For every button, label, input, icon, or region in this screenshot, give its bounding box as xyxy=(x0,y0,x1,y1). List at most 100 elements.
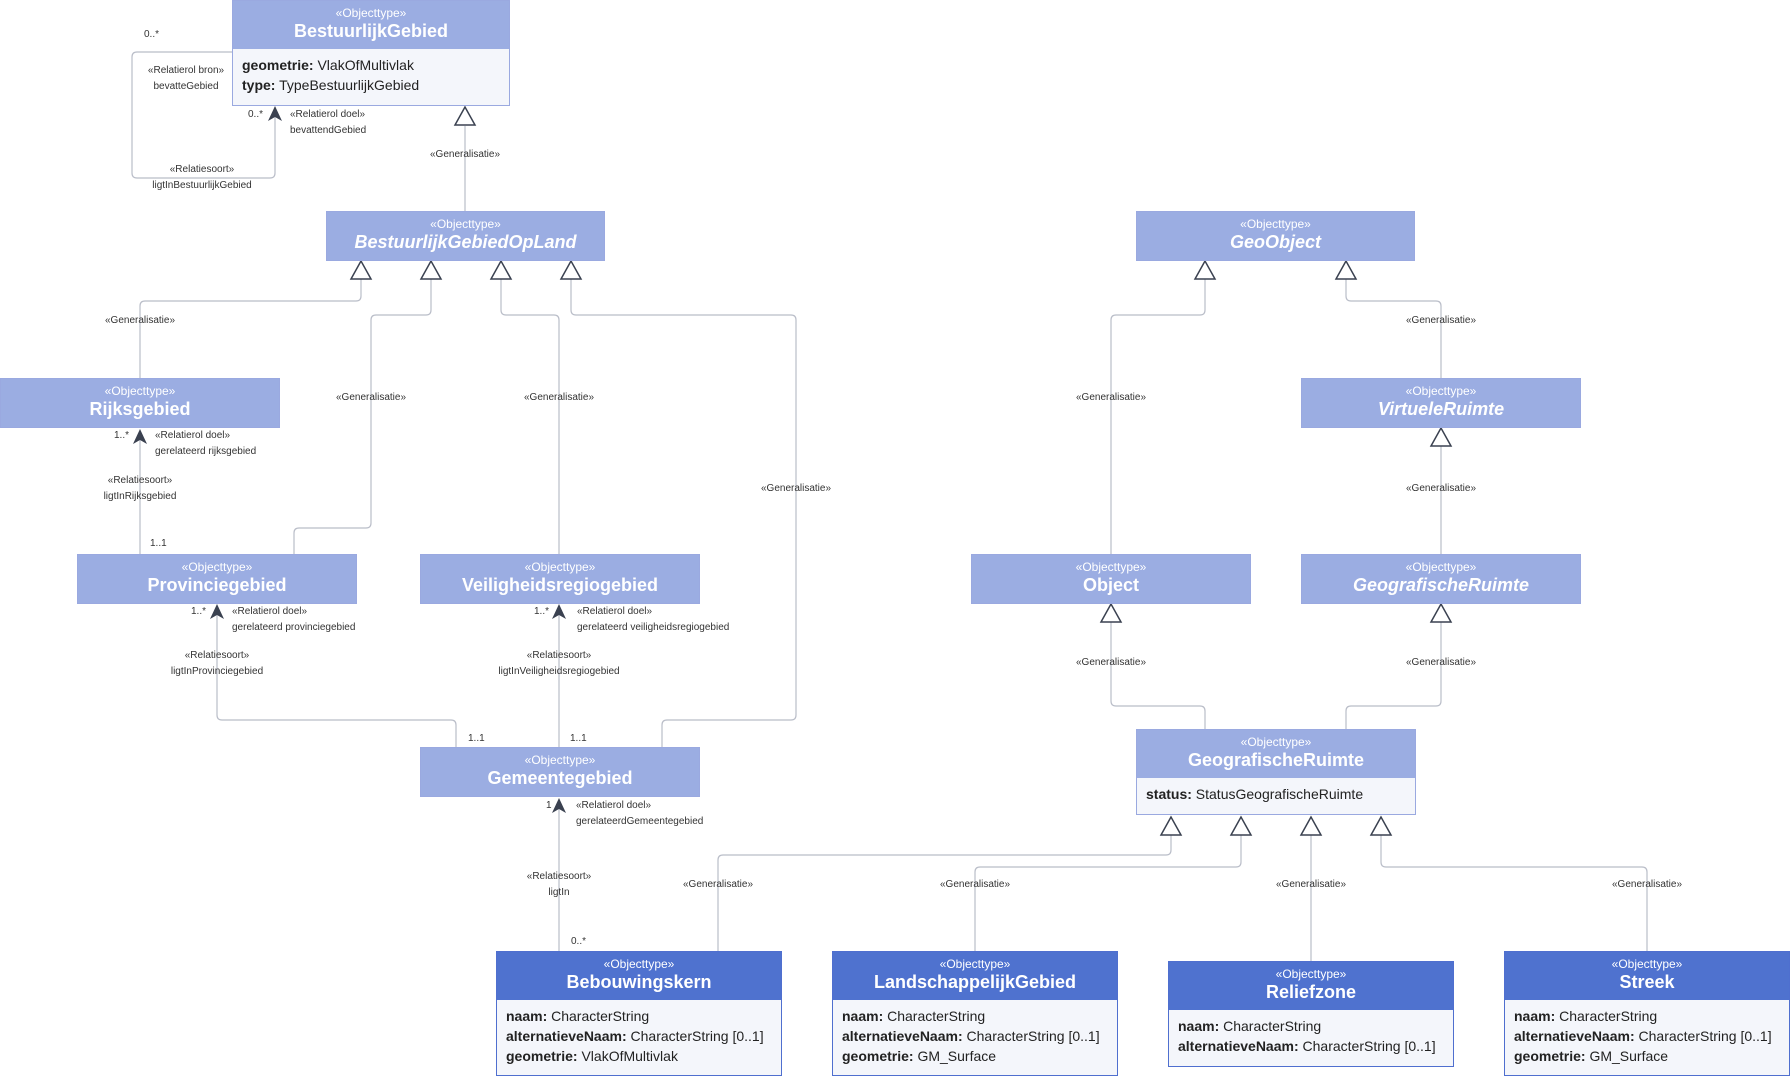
attribute: status: StatusGeografischeRuimte xyxy=(1146,786,1364,802)
class-geografischeruimte[interactable]: «Objecttype» GeografischeRuimte status: … xyxy=(1136,729,1416,815)
class-streek[interactable]: «Objecttype» Streek naam: CharacterStrin… xyxy=(1504,951,1790,1076)
generalisatie-label: «Generalisatie» xyxy=(1075,392,1147,403)
generalisatie-label: «Generalisatie» xyxy=(1075,657,1147,668)
gen-veiligheid-bgol xyxy=(500,278,560,554)
class-header: «Objecttype» GeoObject xyxy=(1137,212,1414,260)
relatierol-doel-label: «Relatierol doel»gerelateerd rijksgebied xyxy=(155,430,257,457)
class-header: «Objecttype» GeografischeRuimte xyxy=(1137,730,1415,778)
stereotype: «Objecttype» xyxy=(1240,735,1312,749)
multiplicity: 0..* xyxy=(144,29,160,40)
relatierol-doel-label: «Relatierol doel»gerelateerd provinciege… xyxy=(232,606,356,633)
class-name: GeografischeRuimte xyxy=(1352,575,1530,595)
multiplicity: 1 xyxy=(546,800,552,811)
class-geoobject[interactable]: «Objecttype» GeoObject xyxy=(1136,211,1415,261)
generalisatie-label: «Generalisatie» xyxy=(682,879,754,890)
generalisatie-label: «Generalisatie» xyxy=(429,149,501,160)
class-geografischeruimte-abstract[interactable]: «Objecttype» GeografischeRuimte xyxy=(1301,554,1581,604)
gen-triangle-virtuele xyxy=(1429,426,1453,447)
attribute: geometrie: VlakOfMultivlak xyxy=(242,57,414,73)
class-object[interactable]: «Objecttype» Object xyxy=(971,554,1251,604)
generalisatie-label: «Generalisatie» xyxy=(939,879,1011,890)
class-header: «Objecttype» BestuurlijkGebied xyxy=(233,1,509,49)
gen-triangle-georuimte-2 xyxy=(1229,815,1253,836)
class-landschappelijkgebied[interactable]: «Objecttype» LandschappelijkGebied naam:… xyxy=(832,951,1118,1076)
gen-triangle-geoobject-1 xyxy=(1193,259,1217,280)
arrowhead-provinciegebied xyxy=(210,604,224,619)
gen-georuimte-object xyxy=(1110,622,1206,729)
class-name: Bebouwingskern xyxy=(566,972,712,992)
stereotype: «Objecttype» xyxy=(1611,957,1683,971)
attribute: alternatieveNaam: CharacterString [0..1] xyxy=(1178,1038,1436,1054)
attribute: naam: CharacterString xyxy=(1514,1008,1658,1024)
gen-georuimte-georuimteabs xyxy=(1345,622,1442,729)
gen-triangle-georuimte-4 xyxy=(1369,815,1393,836)
generalisatie-label: «Generalisatie» xyxy=(104,315,176,326)
attribute: geometrie: GM_Surface xyxy=(1514,1048,1669,1064)
attribute: type: TypeBestuurlijkGebied xyxy=(242,77,420,93)
class-bestuurlijkgebied[interactable]: «Objecttype» BestuurlijkGebied geometrie… xyxy=(232,0,510,106)
attribute-list: geometrie: VlakOfMultivlak type: TypeBes… xyxy=(233,49,509,99)
relatiesoort-label: «Relatiesoort»ligtInBestuurlijkGebied xyxy=(152,164,252,191)
generalisatie-label: «Generalisatie» xyxy=(1611,879,1683,890)
arrowhead-gemeente xyxy=(552,798,566,813)
relatiesoort-label: «Relatiesoort»ligtIn xyxy=(526,871,592,898)
arrowhead-veiligheid xyxy=(552,604,566,619)
gen-landschap-georuimte xyxy=(974,835,1242,951)
stereotype: «Objecttype» xyxy=(1240,217,1311,231)
class-reliefzone[interactable]: «Objecttype» Reliefzone naam: CharacterS… xyxy=(1168,961,1454,1067)
gen-provincie-bgol xyxy=(293,278,432,554)
class-name: Gemeentegebied xyxy=(487,768,633,788)
multiplicity: 1..* xyxy=(114,430,130,441)
class-header: «Objecttype» Provinciegebied xyxy=(78,555,356,603)
stereotype: «Objecttype» xyxy=(1405,560,1477,574)
class-name: BestuurlijkGebied xyxy=(293,21,449,41)
gen-triangle-geoobject-2 xyxy=(1334,259,1358,280)
gen-triangle-georuimteabs xyxy=(1429,602,1453,623)
class-name: GeoObject xyxy=(1229,232,1322,252)
gen-triangle-bgol-2 xyxy=(419,259,443,280)
stereotype: «Objecttype» xyxy=(1075,560,1147,574)
attribute: geometrie: VlakOfMultivlak xyxy=(506,1048,678,1064)
class-header: «Objecttype» Object xyxy=(972,555,1250,603)
attribute-list: naam: CharacterString alternatieveNaam: … xyxy=(1169,1010,1453,1060)
stereotype: «Objecttype» xyxy=(1405,384,1477,398)
attribute: alternatieveNaam: CharacterString [0..1] xyxy=(506,1028,764,1044)
class-header: «Objecttype» Streek xyxy=(1505,952,1789,1000)
class-name: Veiligheidsregiogebied xyxy=(461,575,659,595)
class-bebouwingskern[interactable]: «Objecttype» Bebouwingskern naam: Charac… xyxy=(496,951,782,1076)
class-rijksgebied[interactable]: «Objecttype» Rijksgebied xyxy=(0,378,280,428)
relatierol-doel-label: «Relatierol doel»gerelateerdGemeentegebi… xyxy=(576,800,704,827)
gen-gemeente-bgol xyxy=(570,278,797,747)
relatiesoort-label: «Relatiesoort»ligtInRijksgebied xyxy=(103,475,177,502)
assoc-bestuurlijk-self xyxy=(131,51,276,179)
gen-rijks-bgol xyxy=(139,278,362,378)
attribute: naam: CharacterString xyxy=(1178,1018,1322,1034)
class-veiligheidsregiogebied[interactable]: «Objecttype» Veiligheidsregiogebied xyxy=(420,554,700,604)
class-header: «Objecttype» Reliefzone xyxy=(1169,962,1453,1010)
attribute: alternatieveNaam: CharacterString [0..1] xyxy=(842,1028,1100,1044)
generalisatie-label: «Generalisatie» xyxy=(1405,483,1477,494)
class-gemeentegebied[interactable]: «Objecttype» Gemeentegebied xyxy=(420,747,700,797)
multiplicity: 1..1 xyxy=(570,733,587,744)
class-header: «Objecttype» GeografischeRuimte xyxy=(1302,555,1580,603)
multiplicity: 1..* xyxy=(191,606,207,617)
relatierol-doel-label: «Relatierol doel»bevattendGebied xyxy=(290,109,367,136)
generalisatie-label: «Generalisatie» xyxy=(523,392,595,403)
class-name: Streek xyxy=(1619,972,1675,992)
gen-triangle-bgol-1 xyxy=(349,259,373,280)
stereotype: «Objecttype» xyxy=(524,753,596,767)
gen-triangle-bgol-4 xyxy=(559,259,583,280)
multiplicity: 1..1 xyxy=(150,538,167,549)
relatiesoort-label: «Relatiesoort»ligtInVeiligheidsregiogebi… xyxy=(498,650,620,677)
class-name: Rijksgebied xyxy=(89,399,191,419)
relatierol-bron-label: «Relatierol bron»bevatteGebied xyxy=(147,65,225,92)
class-provinciegebied[interactable]: «Objecttype» Provinciegebied xyxy=(77,554,357,604)
class-virtueleruimte[interactable]: «Objecttype» VirtueleRuimte xyxy=(1301,378,1581,428)
class-header: «Objecttype» BestuurlijkGebiedOpLand xyxy=(327,212,604,260)
class-bestuurlijkgebiedopland[interactable]: «Objecttype» BestuurlijkGebiedOpLand xyxy=(326,211,605,261)
class-name: Reliefzone xyxy=(1265,982,1357,1002)
generalisatie-label: «Generalisatie» xyxy=(335,392,407,403)
stereotype: «Objecttype» xyxy=(335,6,407,20)
relatierol-doel-label: «Relatierol doel»gerelateerd veiligheids… xyxy=(577,606,730,633)
